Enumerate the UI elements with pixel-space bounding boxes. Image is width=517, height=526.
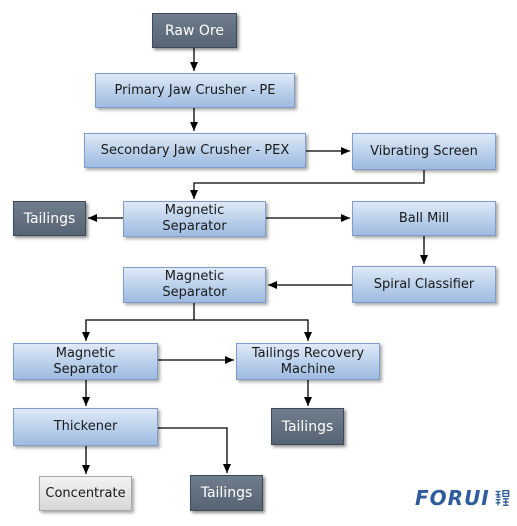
- node-ball-mill: Ball Mill: [352, 201, 496, 236]
- tailings-3-label: Tailings: [200, 485, 253, 501]
- logo-text: FORUI: [415, 486, 490, 510]
- thickener-label: Thickener: [53, 419, 118, 434]
- spiral-classifier-label: Spiral Classifier: [373, 276, 475, 292]
- raw-ore-label: Raw Ore: [165, 22, 224, 39]
- node-primary-jaw-crusher: Primary Jaw Crusher - PE: [95, 73, 295, 108]
- node-raw-ore: Raw Ore: [152, 13, 237, 48]
- node-magnetic-separator-3: Magnetic Separator: [13, 343, 158, 380]
- node-spiral-classifier: Spiral Classifier: [352, 266, 496, 303]
- arrow-split-to-magnetic-separator-3: [82, 303, 195, 341]
- tailings-recovery-machine-label: Tailings Recovery Machine: [251, 345, 365, 377]
- arrow-thickener-to-tailings: [158, 427, 231, 473]
- primary-jaw-crusher-label: Primary Jaw Crusher - PE: [114, 82, 276, 98]
- magnetic-separator-3-label: Magnetic Separator: [53, 345, 118, 377]
- node-magnetic-separator-1: Magnetic Separator: [123, 201, 266, 237]
- node-tailings-recovery-machine: Tailings Recovery Machine: [236, 343, 380, 380]
- ball-mill-label: Ball Mill: [398, 210, 450, 226]
- tailings-2-label: Tailings: [281, 418, 334, 435]
- node-concentrate: Concentrate: [39, 476, 132, 511]
- node-secondary-jaw-crusher: Secondary Jaw Crusher - PEX: [84, 133, 306, 168]
- logo-mark-icon: [495, 490, 510, 506]
- tailings-1-label: Tailings: [23, 210, 76, 227]
- node-tailings-3: Tailings: [190, 475, 263, 511]
- node-tailings-1: Tailings: [13, 201, 86, 236]
- secondary-jaw-crusher-label: Secondary Jaw Crusher - PEX: [100, 142, 290, 158]
- arrow-screen-to-magnetic-separator-1: [190, 170, 425, 199]
- arrow-split-to-tailings-recovery: [194, 319, 312, 341]
- magnetic-separator-2-label: Magnetic Separator: [162, 269, 227, 300]
- node-vibrating-screen: Vibrating Screen: [352, 133, 496, 170]
- node-tailings-2: Tailings: [271, 408, 344, 445]
- vibrating-screen-label: Vibrating Screen: [370, 143, 478, 159]
- concentrate-label: Concentrate: [45, 485, 126, 501]
- node-magnetic-separator-2: Magnetic Separator: [123, 267, 266, 303]
- node-thickener: Thickener: [13, 408, 158, 446]
- forui-logo: FORUI: [415, 484, 510, 512]
- magnetic-separator-1-label: Magnetic Separator: [162, 203, 227, 234]
